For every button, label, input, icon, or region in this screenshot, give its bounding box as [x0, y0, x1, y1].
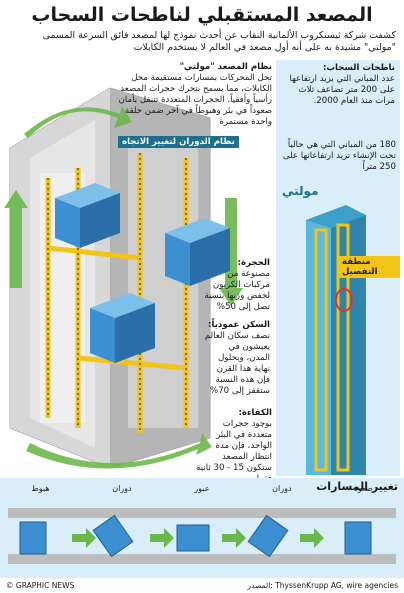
path-step-4: دوران [112, 484, 132, 493]
skyscrapers-heading: ناطحات السحاب: [322, 63, 395, 73]
credit: © GRAPHIC NEWS [6, 581, 75, 590]
tower-illustration [306, 205, 366, 475]
path-step-1: صعود [354, 484, 373, 493]
detail-area-label: منطقة التفصيل [338, 256, 400, 278]
elevator-cutaway-illustration [4, 87, 243, 469]
efficiency-heading: الكفاءة: [238, 408, 273, 418]
vertical-living-heading: السكن عمودياً: [208, 320, 270, 330]
vertical-living-body: نصف سكان العالم يعيشون في المدن، وبحلول … [204, 331, 270, 396]
tower-panel: 180 من المباني التي هي حالياً تحت الإنشا… [276, 140, 400, 476]
multi-system-heading: نظام المصعد "مولتي" [179, 62, 272, 72]
cabin-heading: الحجرة: [237, 258, 270, 268]
cabin-annotation: الحجرة: مصنوعة من مركبات الكربون لخفض وز… [204, 258, 270, 313]
path-change-heading: تغيير المسارات [316, 480, 398, 493]
source: المصدر: ThyssenKrupp AG, wire agencies [247, 581, 398, 590]
cabin-upper-right [165, 218, 230, 286]
cabin-body: مصنوعة من مركبات الكربون لخفض وزنها بنسب… [204, 269, 270, 312]
rotation-system-label: نظام الدوران لتغيير الاتجاه [118, 136, 239, 148]
path-change-diagram [8, 508, 396, 564]
path-change-section: تغيير المسارات صعود دوران عبور دوران هبو… [0, 478, 404, 578]
efficiency-body: بوجود حجرات متعددة في البئر الواحد، فإن … [196, 419, 272, 484]
skyscrapers-fact-2: 180 من المباني التي هي حالياً تحت الإنشا… [282, 140, 396, 172]
multi-system-body: تحل المحركات بمسارات مستقيمة محل الكابلا… [118, 73, 272, 127]
tower-label: مولتي [282, 184, 319, 198]
vertical-living-annotation: السكن عمودياً: نصف سكان العالم يعيشون في… [204, 320, 270, 397]
skyscrapers-fact-1: عدد المباني التي يزيد ارتفاعها على 200 م… [289, 74, 395, 106]
skyscrapers-panel: ناطحات السحاب: عدد المباني التي يزيد ارت… [276, 60, 400, 140]
cabin-upper-left [55, 183, 120, 248]
intro-text: كشفت شركة ثيسنكروب الألمانية النقاب عن أ… [42, 30, 396, 53]
path-step-3: عبور [194, 484, 210, 493]
multi-system-annotation: نظام المصعد "مولتي" تحل المحركات بمسارات… [118, 62, 272, 128]
efficiency-annotation: الكفاءة: بوجود حجرات متعددة في البئر الو… [196, 408, 272, 485]
path-step-labels: صعود دوران عبور دوران هبوط [0, 484, 404, 493]
path-step-2: دوران [272, 484, 292, 493]
path-step-5: هبوط [31, 484, 50, 493]
cabin-lower [90, 293, 155, 363]
page-title: المصعد المستقبلي لناطحات السحاب [31, 4, 373, 26]
